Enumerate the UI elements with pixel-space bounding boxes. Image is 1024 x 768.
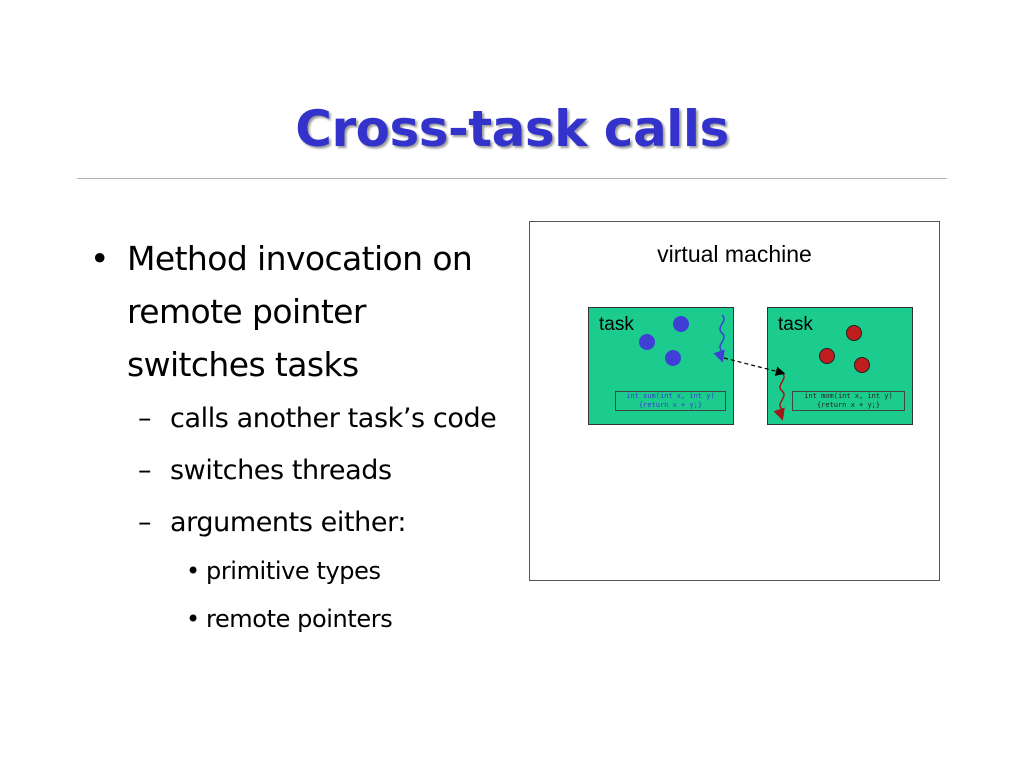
object-dot-red <box>854 357 870 373</box>
object-dot-blue <box>665 350 681 366</box>
dash-marker: – <box>138 455 152 486</box>
code-snippet-mom: int mom(int x, int y) {return x + y;} <box>792 391 905 411</box>
object-dot-red <box>819 348 835 364</box>
bullet-main: • Method invocation on remote pointer sw… <box>88 232 528 391</box>
task-box-right: task int mom(int x, int y) {return x + y… <box>767 307 913 425</box>
virtual-machine-label: virtual machine <box>657 241 812 267</box>
sub-bullet-text: switches threads <box>170 455 392 486</box>
virtual-machine-diagram: virtual machine task int sum(int x, int … <box>529 221 940 581</box>
slide-title: Cross-task calls <box>295 100 729 158</box>
bullet-marker: • <box>186 557 200 585</box>
title-divider <box>77 178 947 179</box>
dash-marker: – <box>138 507 152 538</box>
object-dot-blue <box>639 334 655 350</box>
bullet-list: • Method invocation on remote pointer sw… <box>88 232 528 643</box>
task-label: task <box>778 314 813 335</box>
task-box-left: task int sum(int x, int y) {return x + y… <box>588 307 734 425</box>
sub-bullet-3: – arguments either: <box>138 499 528 547</box>
thread-squiggle-blue <box>713 314 725 363</box>
sub-sub-bullet-1: • primitive types <box>186 547 528 595</box>
bullet-main-text: Method invocation on remote pointer swit… <box>127 239 473 384</box>
sub-bullet-2: – switches threads <box>138 447 528 495</box>
sub-sub-bullet-2: • remote pointers <box>186 595 528 643</box>
sub-sub-bullet-text: remote pointers <box>206 605 393 633</box>
code-snippet-sum: int sum(int x, int y) {return x + y;} <box>615 391 726 411</box>
sub-bullet-1: – calls another task’s code <box>138 395 528 443</box>
cross-task-call-arrow <box>723 357 786 376</box>
sub-bullet-text: arguments either: <box>170 507 407 538</box>
thread-squiggle-red <box>773 372 785 421</box>
bullet-marker: • <box>90 239 109 278</box>
sub-bullet-text: calls another task’s code <box>170 403 497 434</box>
diagram-overlay <box>713 314 786 421</box>
dash-marker: – <box>138 403 152 434</box>
sub-sub-bullet-text: primitive types <box>206 557 381 585</box>
bullet-marker: • <box>186 605 200 633</box>
object-dot-blue <box>673 316 689 332</box>
object-dot-red <box>846 325 862 341</box>
task-label: task <box>599 314 634 335</box>
